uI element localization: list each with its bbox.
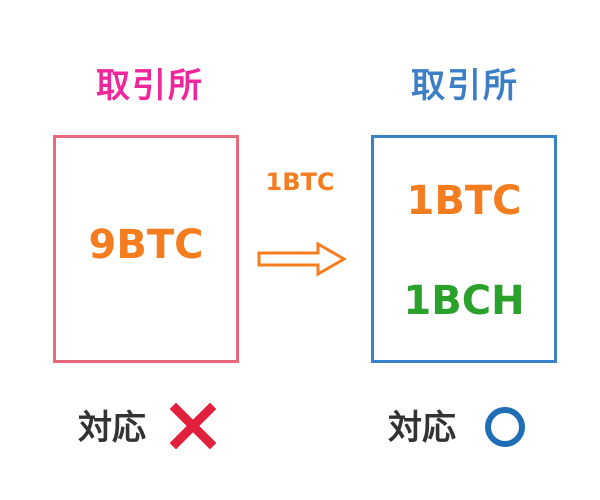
right-btc-amount: 1BTC — [406, 178, 522, 224]
right-bch-amount: 1BCH — [403, 278, 525, 324]
transfer-amount-label: 1BTC — [265, 168, 335, 196]
left-exchange-box — [53, 135, 239, 363]
left-exchange-title: 取引所 — [96, 66, 204, 106]
left-btc-amount: 9BTC — [88, 222, 204, 268]
right-support-label: 対応 — [388, 408, 456, 448]
right-exchange-box — [371, 135, 557, 363]
left-support-label: 対応 — [78, 408, 146, 448]
circle-mark-icon — [485, 407, 525, 447]
cross-mark-icon — [170, 403, 216, 449]
right-exchange-title: 取引所 — [411, 66, 519, 106]
transfer-arrow-icon — [257, 241, 348, 277]
